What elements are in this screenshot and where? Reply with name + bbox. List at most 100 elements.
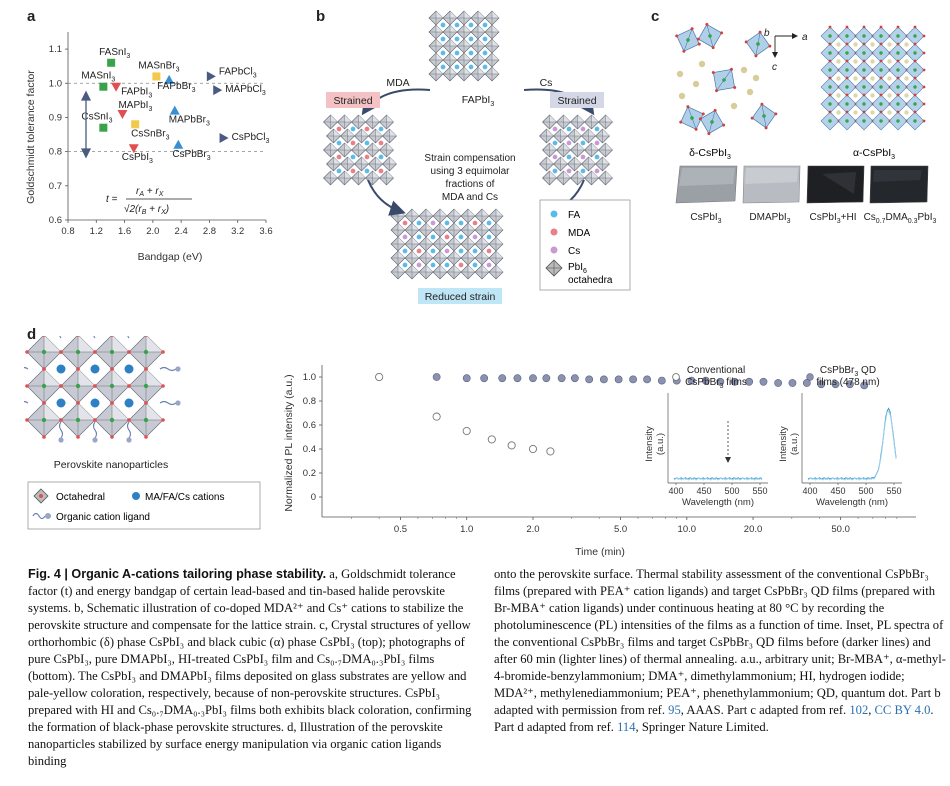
pb-atom [845, 68, 849, 72]
a-site-cation [566, 154, 572, 160]
cc-by-license-link[interactable]: CC BY 4.0 [874, 703, 931, 717]
octahedron-highlight [560, 129, 568, 136]
cs-atom [746, 88, 754, 96]
a-site-cation [468, 50, 474, 56]
qd-film-point [759, 377, 768, 386]
a-site-cation [454, 36, 460, 42]
octahedron-highlight [436, 53, 443, 60]
a-site-cation [486, 248, 492, 254]
pl-chart-x-tick-label: 50.0 [831, 524, 850, 535]
pb-atom [879, 51, 883, 55]
delta-octahedron [744, 30, 772, 58]
cs-atom [698, 60, 706, 68]
octahedron-highlight [112, 403, 129, 420]
pl-chart-points [375, 372, 869, 456]
cs-atom [853, 110, 858, 115]
organic-ligand [24, 400, 29, 404]
cations-legend-label: MA/FA/Cs cations [145, 492, 224, 503]
i-atom [879, 42, 883, 46]
inset-x-tick-label: 500 [858, 486, 873, 496]
cs-arrow-label: Cs [540, 77, 553, 89]
panel-label-b: b [316, 8, 326, 25]
ligand-chain [59, 336, 62, 339]
i-atom [913, 110, 917, 114]
ref-114-link[interactable]: 114 [617, 720, 636, 734]
pb-atom [762, 114, 766, 118]
octahedron-highlight [464, 53, 471, 60]
octahedron-highlight [372, 143, 380, 150]
i-atom [705, 22, 709, 26]
qd-film-point [831, 380, 840, 389]
octahedron-highlight [112, 369, 129, 386]
cs-atom [887, 93, 892, 98]
panel-b-legend: FA MDA Cs PbI6 octahedra [539, 199, 631, 291]
panel-a-xlabel: Bandgap (eV) [138, 251, 203, 263]
octahedron-highlight [386, 115, 394, 122]
panel-a-ylabel: Goldschmidt tolerance factor [25, 70, 37, 204]
pb-atom [862, 51, 866, 55]
pl-chart-y-tick-label: 0.6 [303, 420, 316, 431]
inset-spectrum-before [673, 477, 763, 480]
octahedron-highlight [591, 115, 599, 122]
inset1-open-marker [672, 373, 680, 381]
pb-atom [913, 51, 917, 55]
a-site-cation [350, 154, 356, 160]
octahedron-highlight [344, 143, 352, 150]
organic-ligand [126, 421, 132, 443]
ref-95-link[interactable]: 95 [668, 703, 681, 717]
label-masnbr: MASnBr3 [138, 60, 179, 73]
qd-film-point [498, 374, 507, 383]
octahedron-highlight [478, 25, 485, 32]
i-atom [754, 54, 758, 58]
inset-xlabel: Wavelength (nm) [682, 497, 754, 508]
a-site-cation [566, 168, 572, 174]
delta-phase-structure [675, 22, 778, 136]
i-atom [93, 350, 97, 354]
octahedron-highlight [450, 39, 457, 46]
octahedron-highlight [605, 143, 613, 150]
i-atom [25, 350, 29, 354]
octahedron-highlight [482, 209, 489, 216]
i-atom [127, 350, 131, 354]
i-atom [913, 59, 917, 63]
octahedron-highlight [549, 143, 557, 150]
fa-legend-dot [550, 210, 558, 218]
cs-atom [853, 59, 858, 64]
a-site-cation [472, 248, 478, 254]
strain-compensation-text: Strain compensation using 3 equimolar fr… [424, 153, 515, 203]
marker-masni [99, 82, 108, 91]
octahedron-highlight [468, 209, 475, 216]
octahedron-highlight [563, 171, 571, 178]
pl-chart-x-tick-label: 2.0 [526, 524, 539, 535]
a-site-cation [594, 140, 600, 146]
figure-caption-right: onto the perovskite surface. Thermal sta… [494, 566, 946, 736]
pb-atom [75, 417, 81, 423]
i-atom [93, 418, 97, 422]
marker-cspbcl [219, 132, 229, 143]
caption-right-text-4: . Part d adapted from ref. [494, 703, 934, 734]
cations-legend-dot [132, 492, 140, 500]
ligand-chain [126, 421, 132, 439]
i-atom [720, 31, 724, 35]
octahedron-highlight [464, 11, 471, 18]
ref-102-link[interactable]: 102 [849, 703, 869, 717]
qd-film-point [643, 375, 651, 384]
octahedron-highlight [605, 171, 613, 178]
delta-octahedron [750, 102, 778, 130]
octahedron-highlight [386, 171, 394, 178]
inset-ylabel: Intensity [644, 426, 655, 462]
a-site-cation [430, 248, 436, 254]
fapbi3-label: FAPbI3 [462, 94, 495, 108]
pb-atom [828, 119, 832, 123]
cs-strained-lattice [539, 114, 613, 186]
octahedron-highlight [496, 209, 503, 216]
i-atom [42, 336, 46, 337]
octahedron-highlight [146, 336, 163, 352]
a-site-cation [472, 220, 478, 226]
qd-film-point [542, 374, 551, 383]
i-atom [879, 25, 883, 29]
octahedron-highlight [492, 53, 499, 60]
a-site-cation [444, 220, 450, 226]
i-atom [862, 93, 866, 97]
